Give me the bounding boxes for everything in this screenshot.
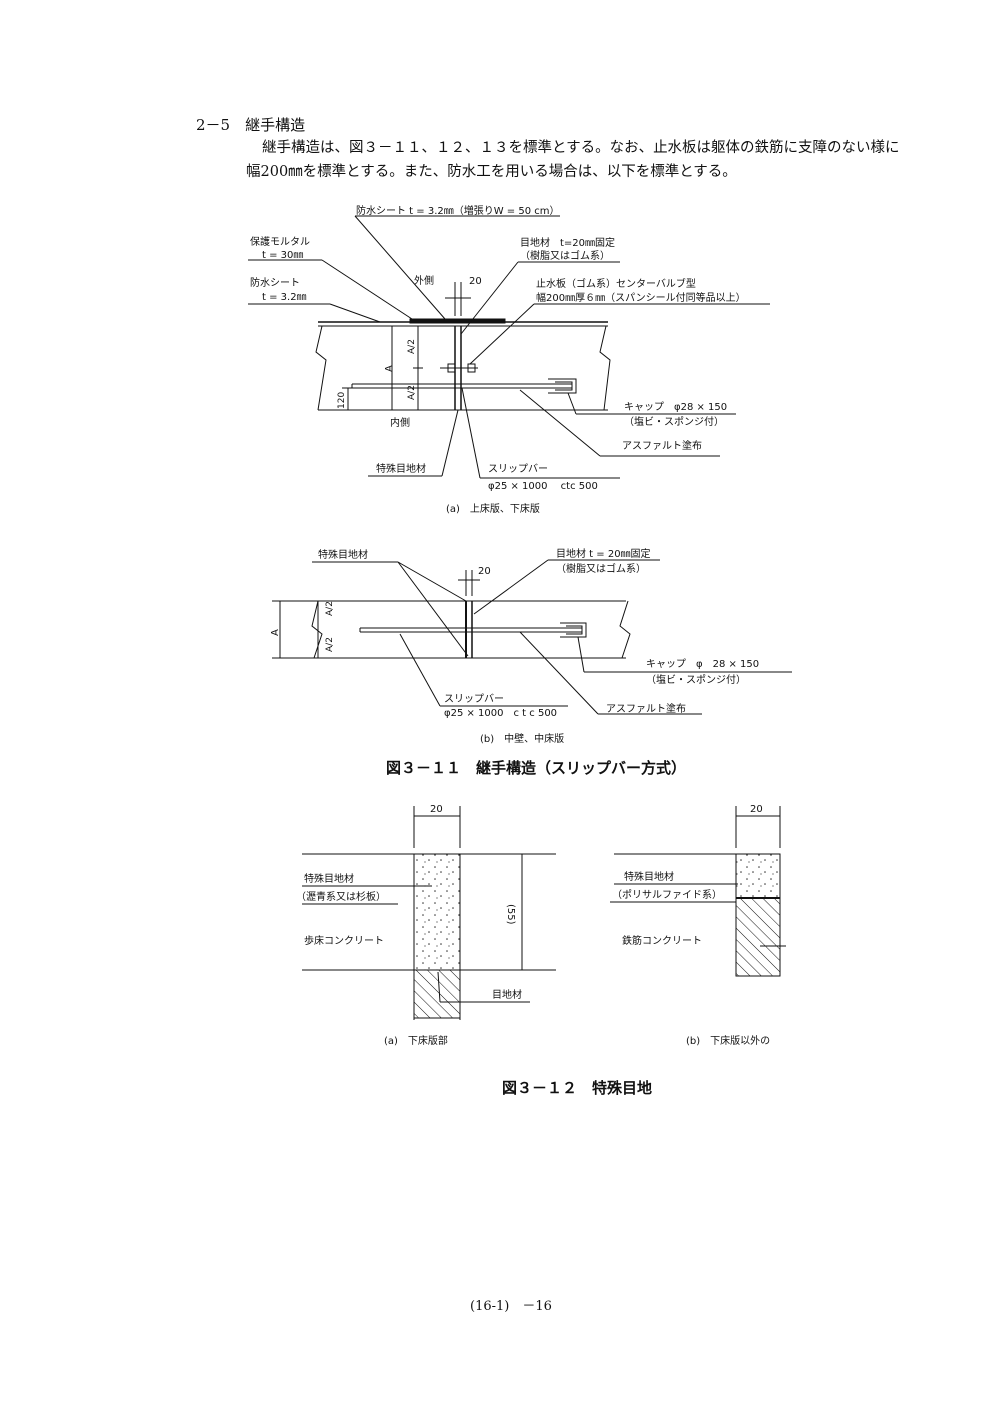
label-special: 特殊目地材: [376, 462, 426, 475]
label-joint-12a: 目地材: [492, 988, 522, 1001]
label-A-half-top-b: A/2: [325, 601, 335, 616]
figure-11b: [272, 559, 792, 715]
label-asphalt: アスファルト塗布: [622, 439, 702, 452]
label-slip-b-1: スリップバー: [444, 693, 504, 705]
label-waterstop-1: 止水板（ゴム系）センターバルブ型: [536, 277, 696, 290]
figure-12-title: 図３－１２ 特殊目地: [502, 1079, 653, 1097]
label-special-12b-1: 特殊目地材: [624, 870, 674, 883]
figure-12a-labels: 20 特殊目地材 （瀝青系又は杉板） (55) 歩床コンクリート 目地材 (a)…: [296, 804, 522, 1047]
figure-12a: [302, 806, 556, 1020]
label-inside: 内側: [390, 416, 410, 429]
label-width-b: 20: [478, 566, 491, 577]
label-slip-2: φ25 × 1000 ctc 500: [488, 481, 598, 492]
label-mortar-2: t = 30㎜: [262, 250, 303, 261]
label-special-b: 特殊目地材: [318, 548, 368, 561]
caption-12a: (a) 下床版部: [384, 1034, 448, 1047]
figure-11b-labels: 特殊目地材 目地材 t = 20㎜固定 （樹脂又はゴム系） 20 A A/2 A…: [270, 547, 759, 745]
label-sheet-1: 防水シート: [250, 276, 300, 289]
label-sheet-2: t = 3.2㎜: [262, 292, 307, 303]
label-A: A: [384, 365, 395, 372]
label-joint-1: 目地材 t=20㎜固定: [520, 236, 615, 249]
paragraph-line-2: 幅200㎜を標準とする。また、防水工を用いる場合は、以下を標準とする。: [246, 164, 737, 180]
label-special-12a-1: 特殊目地材: [304, 872, 354, 885]
label-cap-b-2: （塩ビ・スポンジ付）: [646, 673, 746, 686]
section-heading: 2－5 継手構造: [196, 116, 306, 134]
label-A-b: A: [270, 629, 281, 636]
figure-12b-labels: 20 特殊目地材 （ポリサルファイド系） 鉄筋コンクリート (b) 下床版以外の: [612, 804, 770, 1047]
label-A-half-top: A/2: [407, 339, 417, 354]
label-width-12a: 20: [430, 804, 443, 815]
label-asphalt-b: アスファルト塗布: [606, 702, 686, 715]
label-width-12b: 20: [750, 804, 763, 815]
label-concrete-12a: 歩床コンクリート: [304, 934, 384, 947]
label-dim-12a: (55): [505, 904, 516, 925]
label-joint-b-1: 目地材 t = 20㎜固定: [556, 547, 651, 560]
label-slip-1: スリップバー: [488, 463, 548, 475]
paragraph-line-1: 継手構造は、図３－１１、１２、１３を標準とする。なお、止水板は躯体の鉄筋に支障の…: [262, 140, 900, 156]
label-120: 120: [337, 392, 347, 409]
label-sheet-top: 防水シート t = 3.2㎜（増張りW = 50 cm）: [356, 204, 560, 217]
figure-11-title: 図３－１１ 継手構造（スリップバー方式）: [386, 759, 687, 777]
figure-11a: [248, 215, 770, 479]
label-joint-2: （樹脂又はゴム系）: [520, 249, 610, 262]
label-special-12a-2: （瀝青系又は杉板）: [296, 890, 386, 903]
page-footer: (16-1) －16: [470, 1299, 552, 1314]
label-cap-2: （塩ビ・スポンジ付）: [624, 415, 724, 428]
label-cap-1: キャップ φ28 × 150: [624, 401, 727, 413]
label-waterstop-2: 幅200㎜厚６㎜（スパンシール付同等品以上）: [536, 291, 746, 304]
caption-11a: (a) 上床版、下床版: [446, 502, 540, 515]
figure-11a-labels: 防水シート t = 3.2㎜（増張りW = 50 cm） 保護モルタル t = …: [250, 204, 746, 515]
figure-12b: [610, 806, 786, 977]
caption-11b: (b) 中壁、中床版: [480, 732, 564, 745]
caption-12b: (b) 下床版以外の: [686, 1034, 770, 1047]
label-slip-b-2: φ25 × 1000 c t c 500: [444, 708, 557, 719]
label-A-half-bottom-b: A/2: [325, 637, 335, 652]
label-width: 20: [469, 276, 482, 287]
label-concrete-12b: 鉄筋コンクリート: [622, 934, 702, 947]
label-A-half-bottom: A/2: [407, 385, 417, 400]
label-special-12b-2: （ポリサルファイド系）: [612, 889, 722, 901]
label-joint-b-2: （樹脂又はゴム系）: [556, 562, 646, 575]
label-mortar-1: 保護モルタル: [250, 235, 310, 248]
label-cap-b-1: キャップ φ 28 × 150: [646, 658, 759, 670]
label-outside: 外側: [414, 274, 434, 287]
